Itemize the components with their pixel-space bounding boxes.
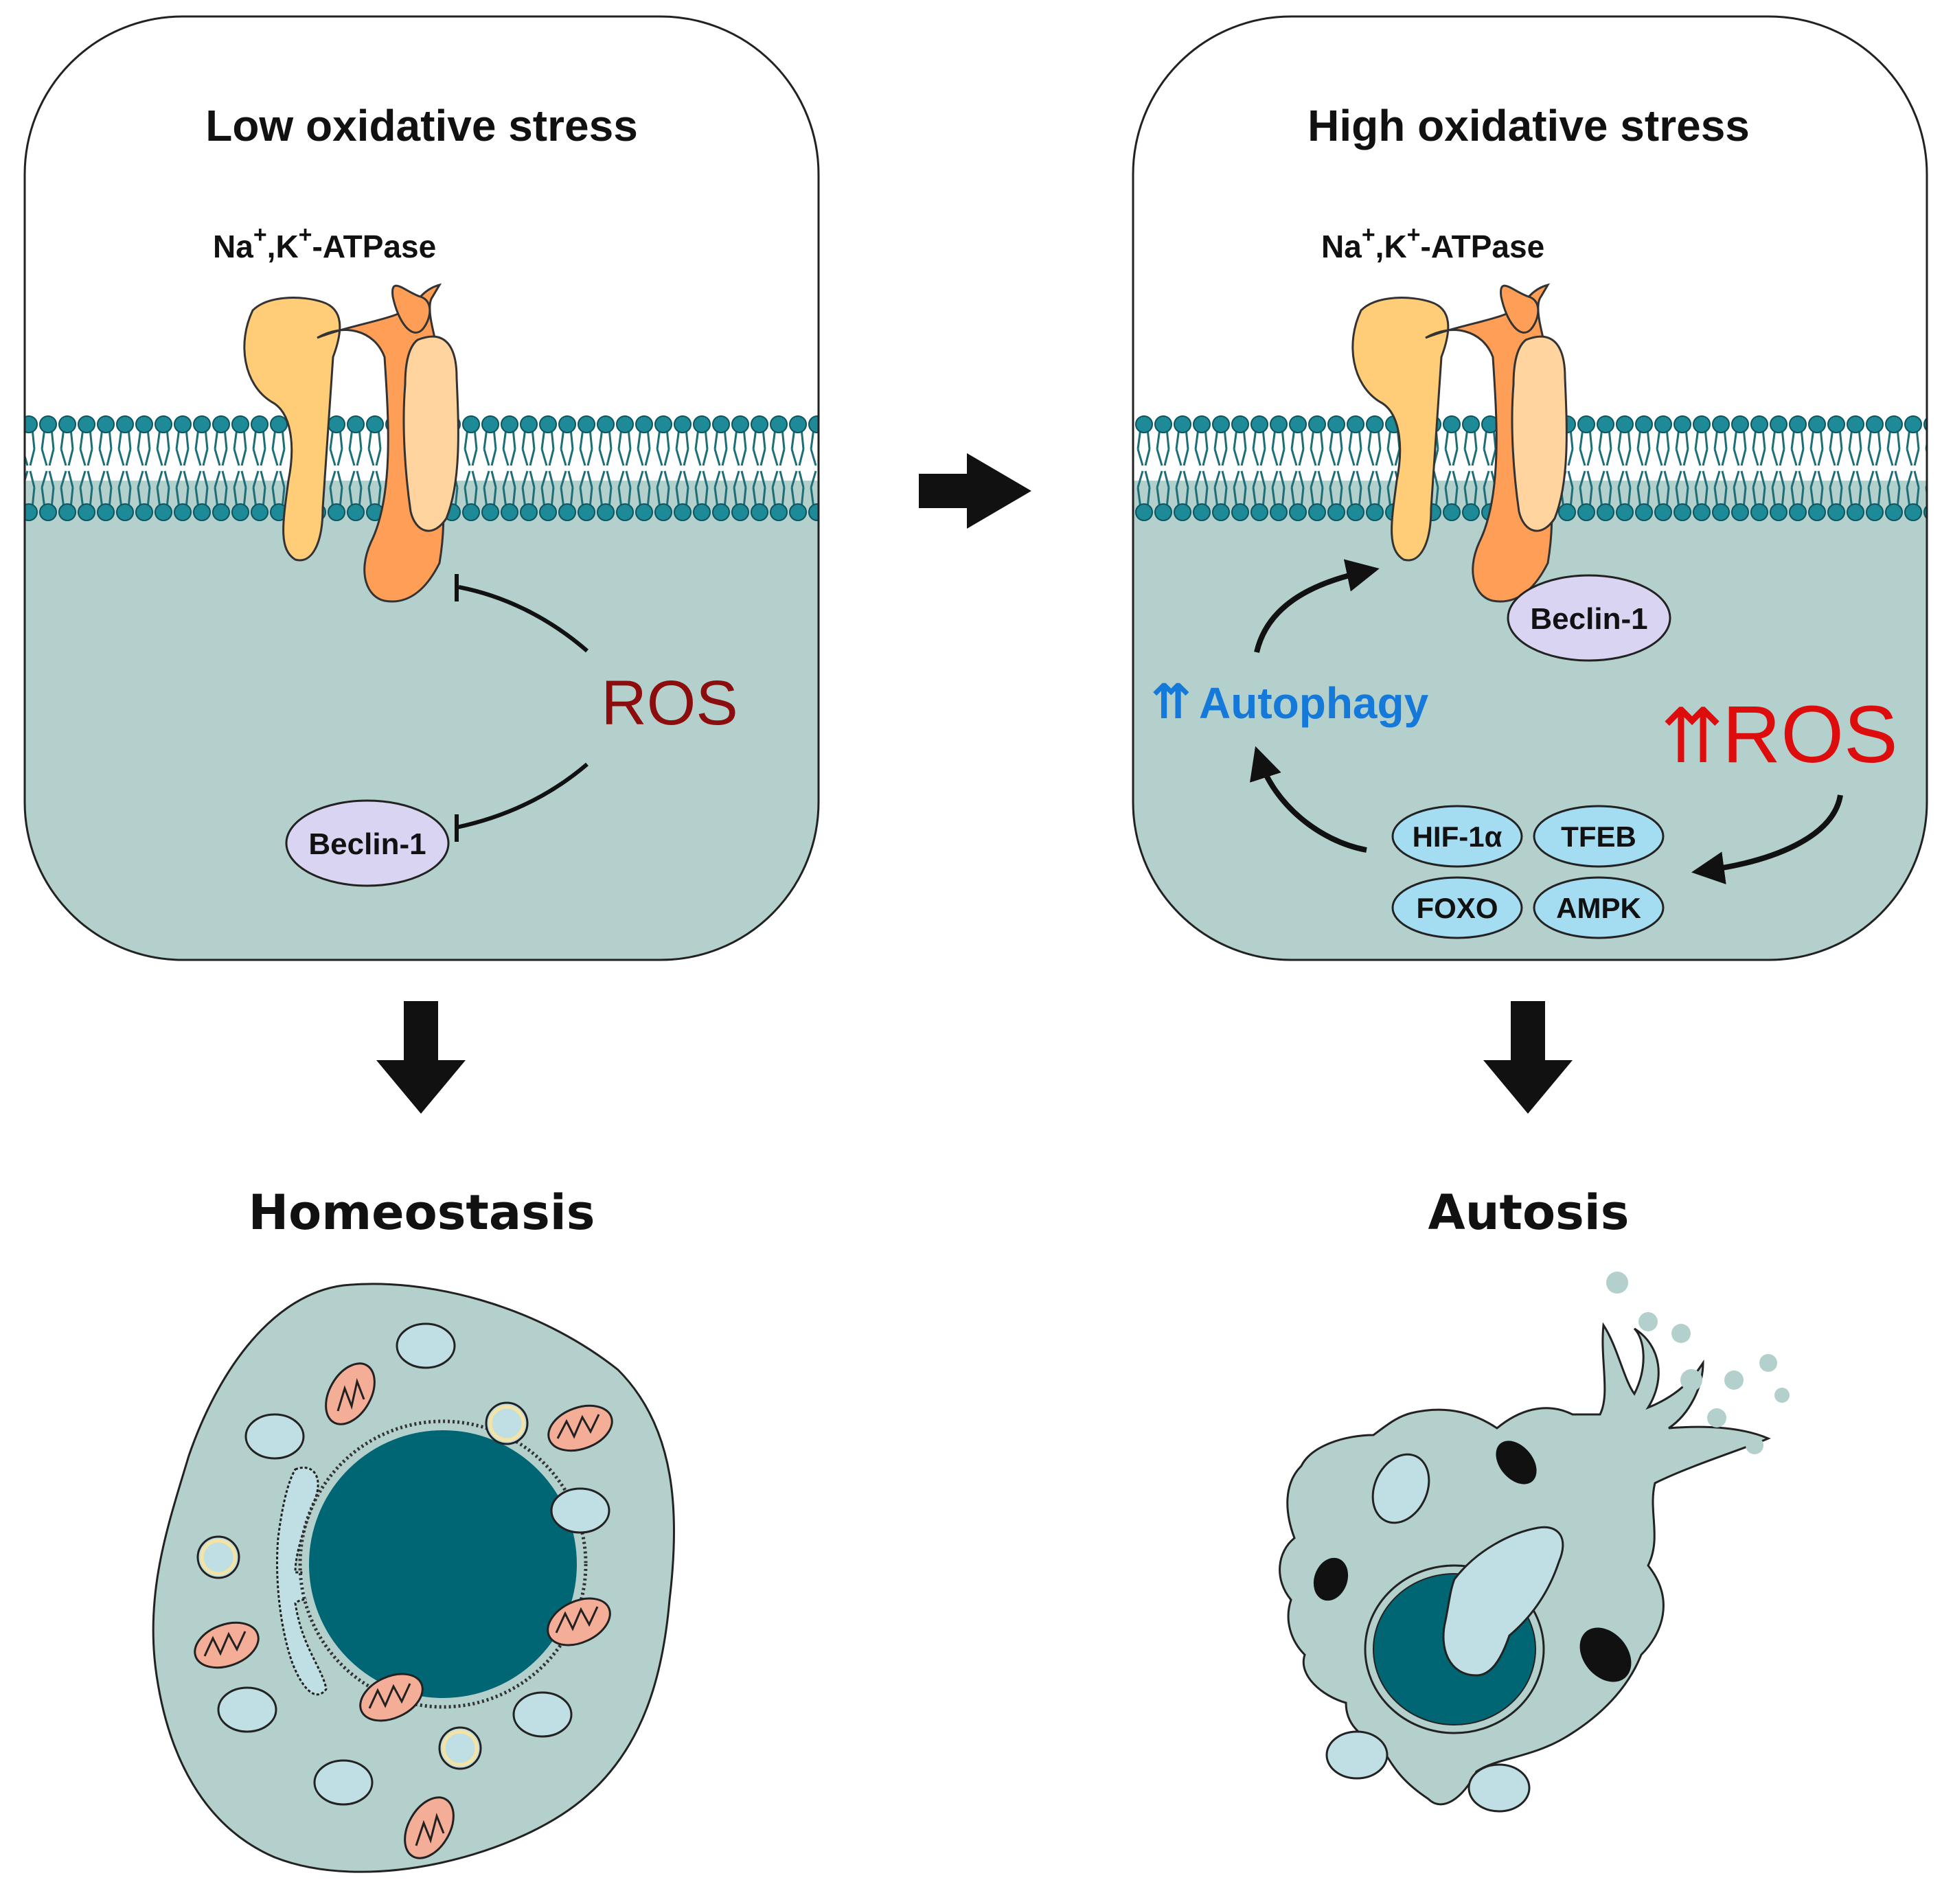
autophagosome — [1579, 1627, 1632, 1682]
transition-arrow-right — [919, 453, 1031, 529]
outcome-autosis: Autosis — [1428, 1184, 1630, 1241]
released-vesicle — [1759, 1354, 1777, 1372]
vesicle — [512, 1691, 573, 1738]
panel-border — [23, 15, 820, 961]
factor-oval — [1391, 805, 1523, 868]
released-vesicle — [1746, 1436, 1763, 1454]
lysosome-ring — [488, 1405, 525, 1442]
beclin-1-oval — [285, 799, 450, 887]
lysosome — [485, 1401, 529, 1445]
ros-inhibits-beclin-arrow — [456, 762, 589, 829]
panel-title: Low oxidative stress — [205, 101, 638, 150]
lysosome-ring — [200, 1539, 237, 1576]
released-vesicle — [1724, 1370, 1744, 1390]
mitochondrion — [547, 1404, 613, 1452]
autotic-cell — [1279, 1272, 1790, 1813]
factor-label: FOXO — [1416, 892, 1498, 924]
perinuclear-space-swelling — [1442, 1526, 1564, 1677]
autophagy-label: Autophagy — [1199, 678, 1429, 728]
factor-label: TFEB — [1561, 821, 1636, 853]
released-vesicle — [1680, 1369, 1702, 1391]
pump-label: Na+,K+-ATPase — [213, 222, 436, 264]
released-vesicle — [1606, 1272, 1628, 1294]
pump-label: Na+,K+-ATPase — [1321, 222, 1544, 264]
beclin-1-label: Beclin-1 — [308, 827, 426, 861]
ros-to-factors-arrow — [1691, 794, 1843, 884]
nucleus — [302, 1423, 584, 1705]
ros-label: ROS — [1722, 689, 1898, 780]
factors-to-autophagy-arrow — [1250, 746, 1367, 853]
vesicle — [313, 1759, 374, 1806]
autophagosome — [1313, 1557, 1349, 1601]
mitochondrion — [325, 1362, 376, 1425]
na-k-atpase-pump — [1351, 283, 1568, 603]
vesicle — [1467, 1763, 1531, 1813]
nuclear-envelope — [298, 1419, 588, 1709]
factor-label: AMPK — [1556, 892, 1641, 924]
healthy-cell — [152, 1283, 676, 1873]
down-arrow-left — [376, 1001, 466, 1114]
released-vesicle — [1774, 1388, 1790, 1403]
up-arrows-icon: ⇈ — [1660, 692, 1724, 780]
lysosome — [438, 1726, 482, 1770]
down-arrow-right — [1483, 1001, 1573, 1114]
vesicle — [217, 1686, 277, 1733]
vesicle — [396, 1322, 456, 1369]
panel-border — [1132, 15, 1928, 961]
vesicle — [550, 1487, 610, 1534]
up-arrows-icon: ⇈ — [1151, 674, 1191, 730]
lysosome — [196, 1535, 240, 1579]
na-k-atpase-pump — [243, 283, 459, 603]
low-stress-panel: Low oxidative stress Na+,K+-ATPase ROS B… — [23, 15, 820, 961]
factor-oval — [1391, 876, 1523, 939]
vesicle — [1325, 1730, 1389, 1780]
factor-oval — [1533, 876, 1665, 939]
autophagy-to-pump-arrow — [1254, 559, 1380, 653]
ros-label: ROS — [601, 668, 738, 738]
mitochondrion — [547, 1597, 611, 1647]
factor-oval — [1533, 805, 1665, 868]
autophagosome — [1496, 1441, 1537, 1484]
mitochondrion — [194, 1621, 260, 1669]
outcome-homeostasis: Homeostasis — [249, 1184, 595, 1241]
lysosome-ring — [442, 1730, 479, 1767]
ros-inhibits-pump-arrow — [458, 585, 589, 653]
transcription-factors: HIF-1α TFEB FOXO AMPK — [1391, 805, 1665, 939]
vesicle — [1371, 1453, 1430, 1524]
released-vesicle — [1638, 1312, 1658, 1331]
mitochondrion — [404, 1796, 455, 1859]
high-stress-panel: High oxidative stress Na+,K+-ATPase Becl… — [1132, 15, 1928, 961]
released-vesicle — [1671, 1324, 1691, 1343]
released-vesicle — [1707, 1408, 1726, 1427]
vesicle — [244, 1413, 305, 1460]
beclin-1-oval — [1507, 574, 1671, 662]
mitochondrion — [359, 1673, 424, 1722]
factor-label: HIF-1α — [1413, 821, 1503, 853]
beclin-1-label: Beclin-1 — [1530, 602, 1647, 636]
panel-title: High oxidative stress — [1307, 101, 1750, 150]
